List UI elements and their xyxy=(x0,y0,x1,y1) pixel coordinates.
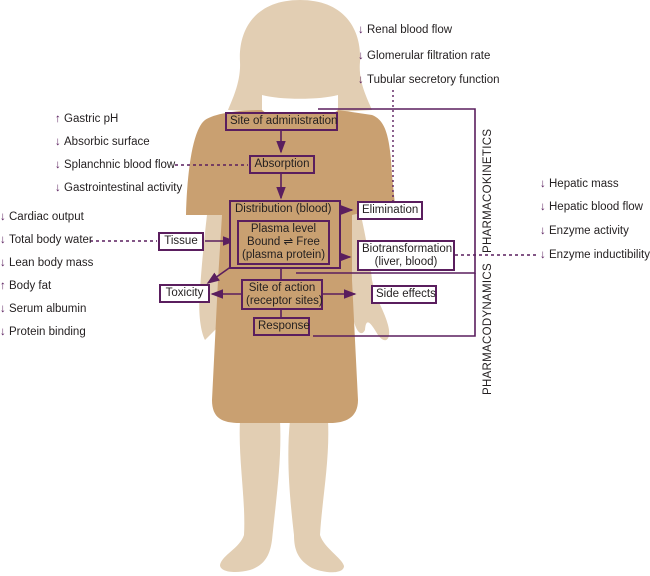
right-leg xyxy=(288,420,344,573)
distribution-label: Distribution (blood) xyxy=(235,203,332,215)
box-site-of-administration: Site of administration xyxy=(225,112,338,131)
receptor-sites-label: (receptor sites) xyxy=(246,295,323,307)
factor-gastric-ph: ↑Gastric pH xyxy=(55,113,119,125)
factor-body-fat: ↑Body fat xyxy=(0,280,52,292)
factor-splanchnic-blood-flow: ↓Splanchnic blood flow xyxy=(55,159,176,171)
box-absorption: Absorption xyxy=(249,155,315,174)
decrease-arrow-icon: ↓ xyxy=(540,201,546,213)
decrease-arrow-icon: ↓ xyxy=(0,257,6,269)
box-side-effects: Side effects xyxy=(371,285,437,304)
dashed-connectors xyxy=(90,90,537,256)
increase-arrow-icon: ↑ xyxy=(55,113,61,125)
decrease-arrow-icon: ↓ xyxy=(55,182,61,194)
factor-tubular-secretory-function: ↓Tubular secretory function xyxy=(358,74,500,86)
factor-lean-body-mass: ↓Lean body mass xyxy=(0,257,94,269)
decrease-arrow-icon: ↓ xyxy=(540,178,546,190)
head xyxy=(228,0,372,112)
site-of-action-label: Site of action xyxy=(248,282,316,294)
decrease-arrow-icon: ↓ xyxy=(0,326,6,338)
factor-cardiac-output: ↓Cardiac output xyxy=(0,211,84,223)
factor-total-body-water: ↓Total body water xyxy=(0,234,93,246)
factor-hepatic-blood-flow: ↓Hepatic blood flow xyxy=(540,201,643,213)
factor-enzyme-activity: ↓Enzyme activity xyxy=(540,225,629,237)
box-response: Response xyxy=(253,317,310,336)
decrease-arrow-icon: ↓ xyxy=(540,225,546,237)
factor-renal-blood-flow: ↓Renal blood flow xyxy=(358,24,453,36)
decrease-arrow-icon: ↓ xyxy=(0,211,6,223)
decrease-arrow-icon: ↓ xyxy=(55,136,61,148)
liver-blood-label: (liver, blood) xyxy=(374,256,438,268)
factor-enzyme-inductibility: ↓Enzyme inductibility xyxy=(540,249,650,261)
factor-gastrointestinal-activity: ↓Gastrointestinal activity xyxy=(55,182,183,194)
box-plasma-level: Plasma level Bound ⇌ Free (plasma protei… xyxy=(237,220,330,265)
decrease-arrow-icon: ↓ xyxy=(0,234,6,246)
decrease-arrow-icon: ↓ xyxy=(358,24,364,36)
box-tissue: Tissue xyxy=(158,232,204,251)
bound-free-equilibrium-label: Bound ⇌ Free xyxy=(247,236,320,248)
factor-hepatic-mass: ↓Hepatic mass xyxy=(540,178,619,190)
factor-glomerular-filtration-rate: ↓Glomerular filtration rate xyxy=(358,50,491,62)
plasma-protein-label: (plasma protein) xyxy=(242,249,326,261)
decrease-arrow-icon: ↓ xyxy=(0,303,6,315)
factor-serum-albumin: ↓Serum albumin xyxy=(0,303,87,315)
increase-arrow-icon: ↑ xyxy=(0,280,6,292)
pharmacodynamics-label: PHARMACODYNAMICS xyxy=(482,263,494,395)
pharmacokinetics-label: PHARMACOKINETICS xyxy=(482,128,494,253)
box-toxicity: Toxicity xyxy=(159,284,210,303)
box-biotransformation: Biotransformation (liver, blood) xyxy=(357,240,455,271)
decrease-arrow-icon: ↓ xyxy=(358,74,364,86)
factor-protein-binding: ↓Protein binding xyxy=(0,326,86,338)
factor-absorbic-surface: ↓Absorbic surface xyxy=(55,136,150,148)
decrease-arrow-icon: ↓ xyxy=(358,50,364,62)
box-site-of-action: Site of action (receptor sites) xyxy=(241,279,323,310)
biotransformation-label: Biotransformation xyxy=(362,243,453,255)
decrease-arrow-icon: ↓ xyxy=(55,159,61,171)
left-leg xyxy=(220,420,281,573)
plasma-level-label: Plasma level xyxy=(250,223,317,235)
decrease-arrow-icon: ↓ xyxy=(540,249,546,261)
box-elimination: Elimination xyxy=(357,201,423,220)
